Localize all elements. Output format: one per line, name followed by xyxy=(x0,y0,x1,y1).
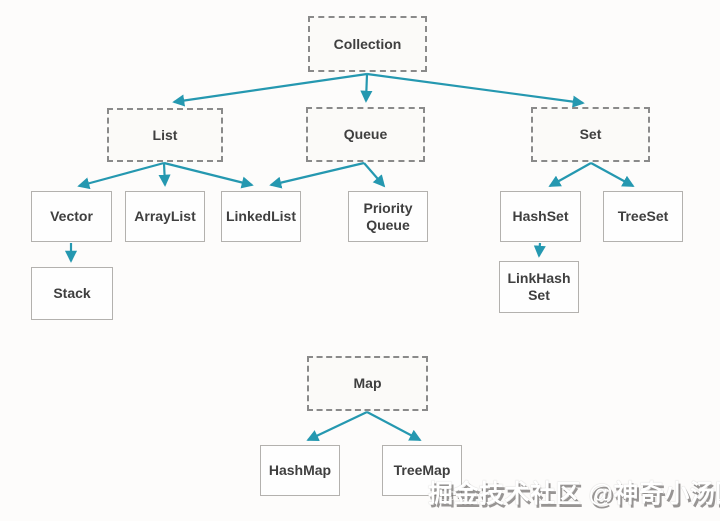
node-vector: Vector xyxy=(31,191,112,242)
node-stack: Stack xyxy=(31,267,113,320)
arrow-list-linkedlist xyxy=(163,161,254,189)
arrow-collection-list xyxy=(172,72,368,107)
arrow-set-treeset xyxy=(590,162,635,187)
node-treemap: TreeMap xyxy=(382,445,462,496)
arrow-set-hashset xyxy=(548,162,592,187)
node-map: Map xyxy=(307,356,428,411)
arrow-list-vector xyxy=(77,161,165,190)
arrow-collection-queue xyxy=(360,73,373,103)
arrow-queue-linkedlist xyxy=(269,161,365,189)
node-linkedlist: LinkedList xyxy=(221,191,301,242)
arrow-hashset-linkhashset xyxy=(533,242,546,258)
node-queue: Queue xyxy=(306,107,425,162)
node-hashmap: HashMap xyxy=(260,445,340,496)
arrow-queue-priorityqueue xyxy=(363,162,386,188)
arrow-map-treemap xyxy=(366,411,422,441)
node-list: List xyxy=(107,108,223,162)
arrow-collection-set xyxy=(366,72,585,108)
node-arraylist: ArrayList xyxy=(125,191,205,242)
node-linkhashset: LinkHash Set xyxy=(499,261,579,313)
node-treeset: TreeSet xyxy=(603,191,683,242)
node-priorityqueue: Priority Queue xyxy=(348,191,428,242)
node-collection: Collection xyxy=(308,16,427,72)
arrow-list-arraylist xyxy=(158,162,171,187)
node-hashset: HashSet xyxy=(500,191,581,242)
watermark-text: 掘金技术社区 @神奇小汤圆 xyxy=(428,480,720,508)
arrow-map-hashmap xyxy=(306,411,368,442)
node-set: Set xyxy=(531,107,650,162)
